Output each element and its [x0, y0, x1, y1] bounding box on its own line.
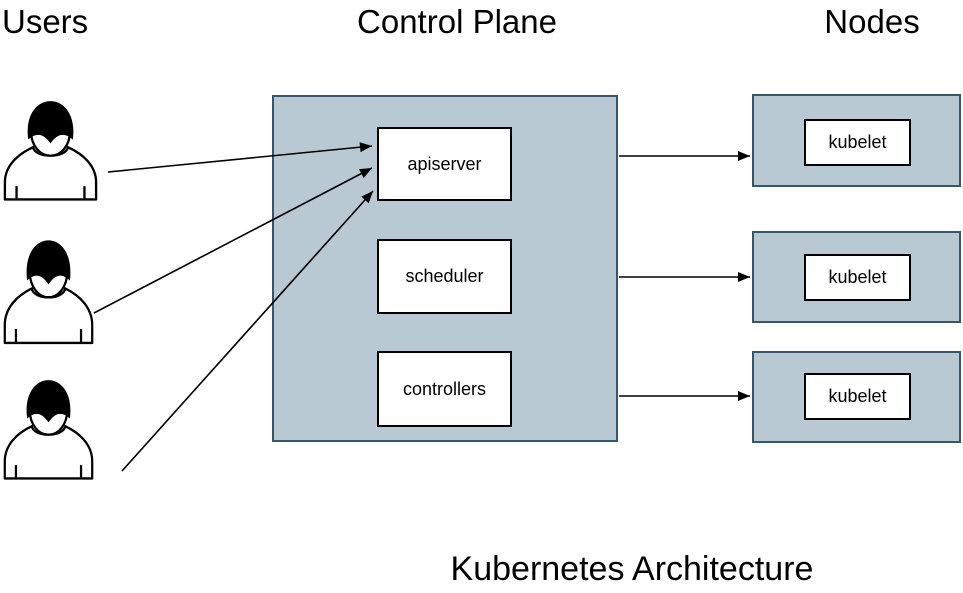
- user-icon: [3, 378, 94, 480]
- kubelet-box-3: kubelet: [804, 373, 911, 420]
- diagram-title: Kubernetes Architecture: [450, 550, 814, 588]
- controllers-label: controllers: [402, 378, 487, 399]
- user-icon: [3, 99, 98, 201]
- user-icon: [3, 239, 94, 345]
- control-plane-column-heading: Control Plane: [357, 3, 557, 40]
- kubelet-label-2: kubelet: [828, 267, 887, 287]
- kubelet-box-1: kubelet: [804, 119, 911, 166]
- users-column-heading: Users: [2, 3, 89, 40]
- apiserver-label: apiserver: [407, 153, 482, 174]
- kubelet-label-3: kubelet: [828, 386, 887, 406]
- component-box-controllers: controllers: [377, 351, 512, 427]
- kubelet-box-2: kubelet: [804, 254, 911, 301]
- scheduler-label: scheduler: [405, 266, 484, 286]
- kubelet-label-1: kubelet: [828, 132, 887, 152]
- component-box-apiserver: apiserver: [377, 127, 512, 201]
- nodes-column-heading: Nodes: [824, 3, 920, 40]
- component-box-scheduler: scheduler: [377, 239, 512, 314]
